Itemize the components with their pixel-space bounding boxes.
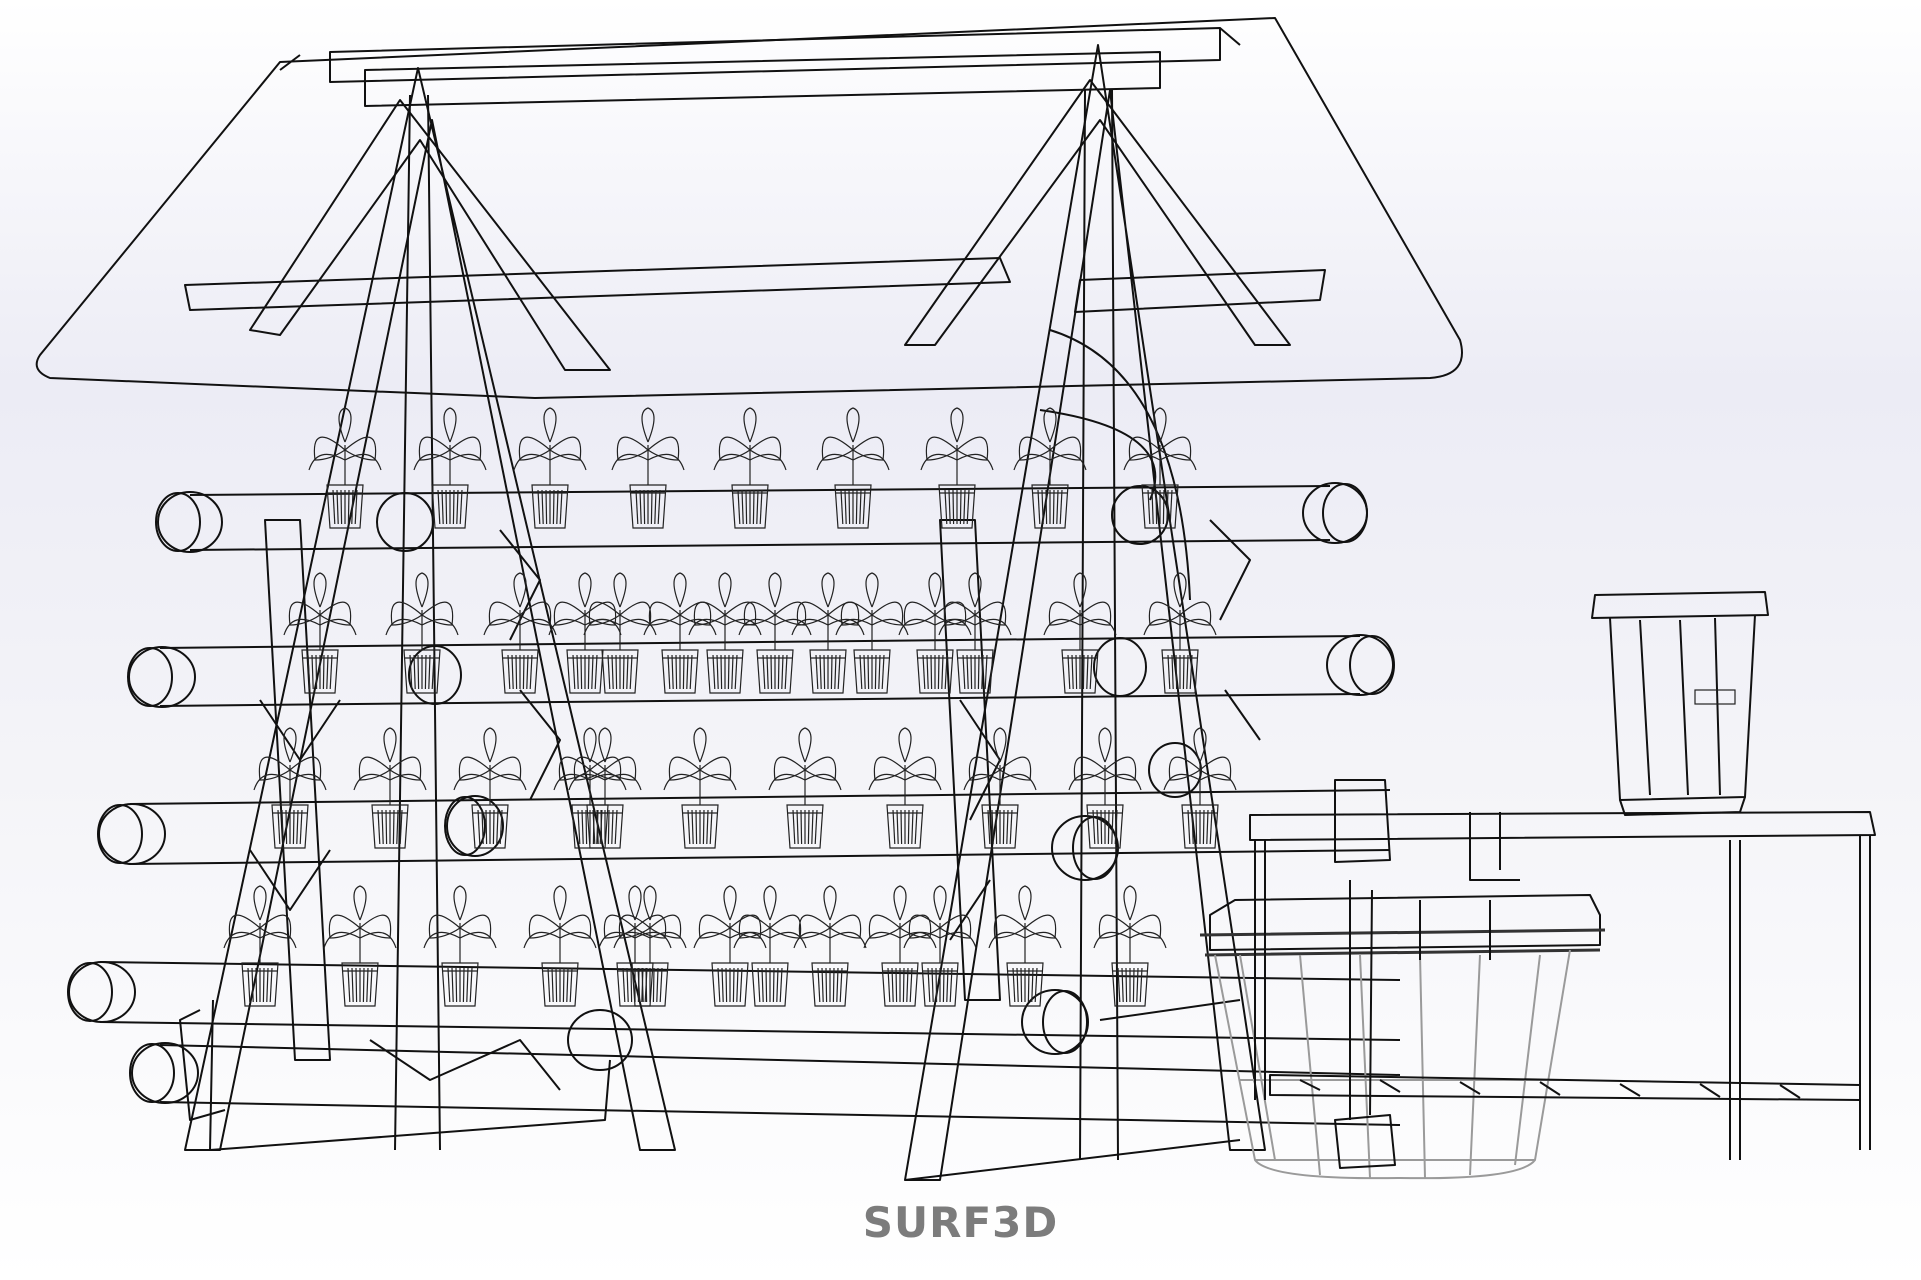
- plant-pot: [611, 407, 685, 529]
- side-table: [1249, 811, 1876, 1160]
- plant-pot: [898, 572, 972, 694]
- plant-pot: [223, 885, 297, 1007]
- pump: [1334, 1114, 1396, 1169]
- plant-pot: [323, 885, 397, 1007]
- plant-pot: [713, 407, 787, 529]
- plant-pot: [1163, 727, 1237, 849]
- plant-pot: [483, 572, 557, 694]
- plant-pot: [963, 727, 1037, 849]
- table-shelf: [1269, 1074, 1861, 1101]
- roof-crossbar-left: [184, 257, 1011, 311]
- controller-box: [1334, 779, 1391, 863]
- reservoir-lid: [1209, 894, 1601, 951]
- plant-pot: [413, 407, 487, 529]
- plant-pot: [938, 572, 1012, 694]
- tube-rows: [67, 482, 1401, 1126]
- plant-pot: [553, 727, 627, 849]
- dosing-container: [1334, 591, 1769, 881]
- roof: [35, 17, 1463, 399]
- plant-pot: [423, 885, 497, 1007]
- plant-pot: [308, 407, 382, 529]
- plant-pot: [920, 407, 994, 529]
- plant-pot: [613, 885, 687, 1007]
- plant-pot: [688, 572, 762, 694]
- a-frame-right: [904, 44, 1291, 1181]
- container-lid: [1591, 591, 1769, 619]
- plant-pot: [791, 572, 865, 694]
- plant-pot: [663, 727, 737, 849]
- container-label-plate: [1694, 689, 1736, 705]
- plant-pot: [353, 727, 427, 849]
- plant-pot: [1123, 407, 1197, 529]
- plant-pot: [816, 407, 890, 529]
- plant-pot: [793, 885, 867, 1007]
- tube-row-1: [155, 482, 1368, 553]
- nutrient-reservoir: [1199, 880, 1606, 1180]
- plant-pot: [863, 885, 937, 1007]
- plant-pot: [1068, 727, 1142, 849]
- plant-pot: [1013, 407, 1087, 529]
- plant-pot: [835, 572, 909, 694]
- tube-row-5: [129, 1009, 1401, 1126]
- plant-pot: [643, 572, 717, 694]
- plant-pot: [1093, 885, 1167, 1007]
- plant-pot: [568, 727, 642, 849]
- plant-pot: [513, 407, 587, 529]
- plant-pot: [693, 885, 767, 1007]
- plant-pot: [385, 572, 459, 694]
- watermark-caption: SURF3D: [862, 1198, 1059, 1247]
- tube-row-3: [97, 742, 1391, 881]
- roof-ridge-beam: [329, 27, 1221, 83]
- roof-panel-outline: [35, 17, 1463, 399]
- plant-pot: [548, 572, 622, 694]
- tube-row-4: [67, 961, 1401, 1055]
- a-frame-left: [179, 67, 676, 1151]
- table-top: [1249, 811, 1876, 841]
- plant-pot: [1043, 572, 1117, 694]
- plant-pot: [768, 727, 842, 849]
- roof-ridge-beam-inner: [364, 51, 1161, 107]
- plant-pot: [253, 727, 327, 849]
- plant-pot: [453, 727, 527, 849]
- plant-pot: [598, 885, 672, 1007]
- plant-pot: [988, 885, 1062, 1007]
- plant-pot: [903, 885, 977, 1007]
- plant-pot: [868, 727, 942, 849]
- plant-pots: [223, 407, 1237, 1007]
- plant-pot: [283, 572, 357, 694]
- tube-row-2: [127, 634, 1395, 708]
- plant-pot: [738, 572, 812, 694]
- plant-pot: [523, 885, 597, 1007]
- plant-pot: [1143, 572, 1217, 694]
